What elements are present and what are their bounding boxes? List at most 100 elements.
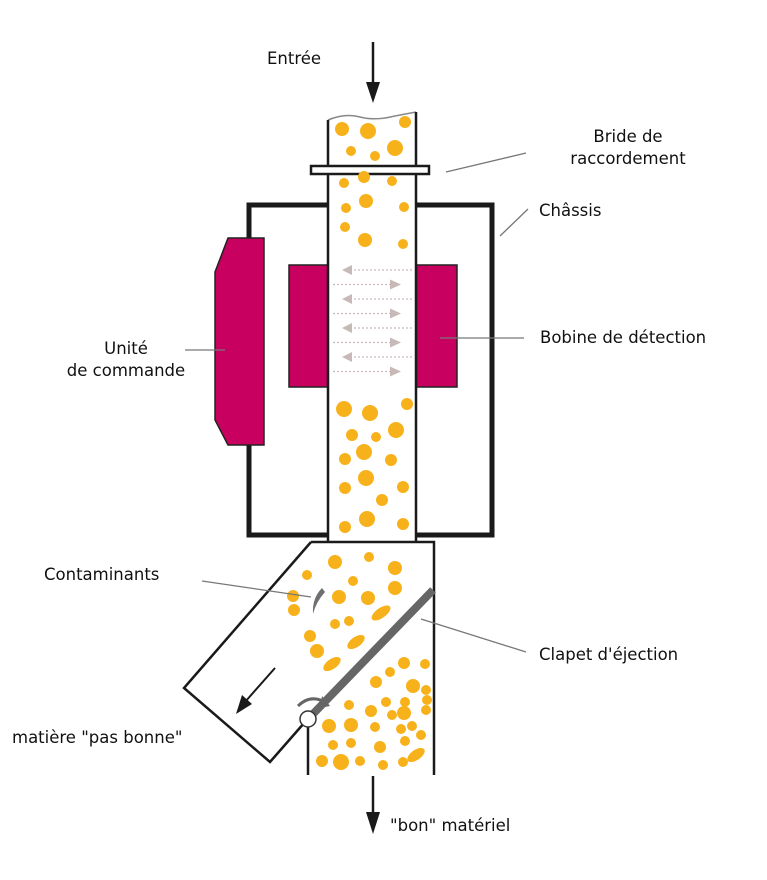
particle	[288, 604, 300, 616]
particle	[347, 634, 365, 650]
particle	[388, 581, 402, 595]
particle	[332, 590, 346, 604]
particle	[358, 470, 374, 486]
control-unit-label: Unité de commande	[66, 338, 186, 382]
particle	[361, 591, 375, 605]
particle	[362, 405, 378, 421]
particle	[407, 747, 425, 763]
particle	[356, 444, 372, 460]
field-arrowhead	[390, 337, 401, 348]
particle	[381, 697, 391, 707]
field-arrowhead	[390, 279, 401, 290]
particle	[340, 222, 350, 232]
particle	[397, 706, 411, 720]
particle	[330, 619, 340, 629]
particle	[339, 453, 351, 465]
particle	[398, 757, 408, 767]
particle	[365, 705, 377, 717]
flap-pivot	[299, 710, 317, 728]
particle	[333, 754, 349, 770]
particle	[374, 741, 386, 753]
particle	[397, 518, 409, 530]
particle	[359, 194, 373, 208]
leader-flap	[420, 618, 527, 653]
particle	[328, 740, 338, 750]
frame-label: Châssis	[539, 201, 602, 220]
particle	[387, 710, 397, 720]
particle	[401, 398, 413, 410]
particle	[385, 454, 397, 466]
reject-flap	[296, 587, 436, 728]
detection-coil-left	[288, 264, 330, 388]
field-arrowhead	[390, 366, 401, 377]
inlet-label: Entrée	[267, 49, 322, 68]
field-arrowhead	[342, 294, 352, 304]
good-material-label: "bon" matériel	[390, 816, 511, 835]
field-arrowhead	[342, 352, 352, 362]
connection-flange	[309, 164, 431, 176]
particle	[339, 178, 349, 188]
particle	[397, 481, 409, 493]
particle	[355, 756, 365, 766]
flange-label: Bride de raccordement	[558, 126, 698, 170]
particle	[336, 401, 352, 417]
outlet-arrow	[366, 776, 380, 834]
particle	[370, 722, 380, 732]
particle	[388, 561, 402, 575]
particle	[399, 116, 411, 128]
particle	[302, 570, 312, 580]
particle	[346, 429, 358, 441]
flange-label-line1: Bride de	[593, 127, 663, 146]
particle	[420, 659, 430, 669]
particle	[346, 738, 356, 748]
particle	[344, 616, 354, 626]
detection-coil-label: Bobine de détection	[540, 328, 707, 347]
magnetic-field-arrows	[333, 265, 413, 377]
reject-flap-label: Clapet d'éjection	[539, 645, 679, 664]
leader-lines	[185, 152, 529, 653]
frame	[246, 202, 495, 538]
product-tube	[326, 111, 418, 542]
particle	[346, 146, 356, 156]
particle	[360, 123, 376, 139]
particle	[398, 239, 408, 249]
particle	[344, 700, 354, 710]
flange-label-line2: raccordement	[570, 149, 686, 168]
particle	[387, 140, 403, 156]
particle	[387, 176, 397, 186]
particle	[371, 605, 391, 621]
particle	[385, 667, 395, 677]
diverter-housing	[182, 540, 436, 775]
particle	[370, 151, 380, 161]
particle	[344, 718, 358, 732]
control-unit-label-line1: Unité	[104, 339, 148, 358]
particle	[323, 656, 341, 672]
contaminant-particle	[312, 588, 325, 614]
leader-flange	[445, 152, 527, 173]
particle	[359, 511, 375, 527]
particle	[421, 685, 431, 695]
particle	[328, 555, 342, 569]
particle	[416, 730, 426, 740]
diverter-particles	[287, 552, 432, 770]
particle	[378, 760, 388, 770]
particle	[358, 233, 372, 247]
particle	[371, 432, 381, 442]
reject-arrow	[236, 667, 276, 714]
particle	[310, 644, 324, 658]
particle	[396, 724, 406, 734]
particle	[400, 697, 410, 707]
detection-coil-right	[415, 264, 458, 388]
leader-frame	[499, 208, 529, 237]
leader-contaminants	[201, 580, 312, 598]
particle	[322, 719, 336, 733]
control-unit-label-line2: de commande	[66, 361, 186, 380]
particle	[400, 736, 410, 746]
field-arrowhead	[342, 265, 352, 275]
particle	[364, 552, 374, 562]
particle	[341, 203, 351, 213]
field-arrowhead	[390, 308, 401, 319]
particle	[398, 657, 410, 669]
control-unit	[214, 237, 265, 446]
particle	[422, 695, 432, 705]
